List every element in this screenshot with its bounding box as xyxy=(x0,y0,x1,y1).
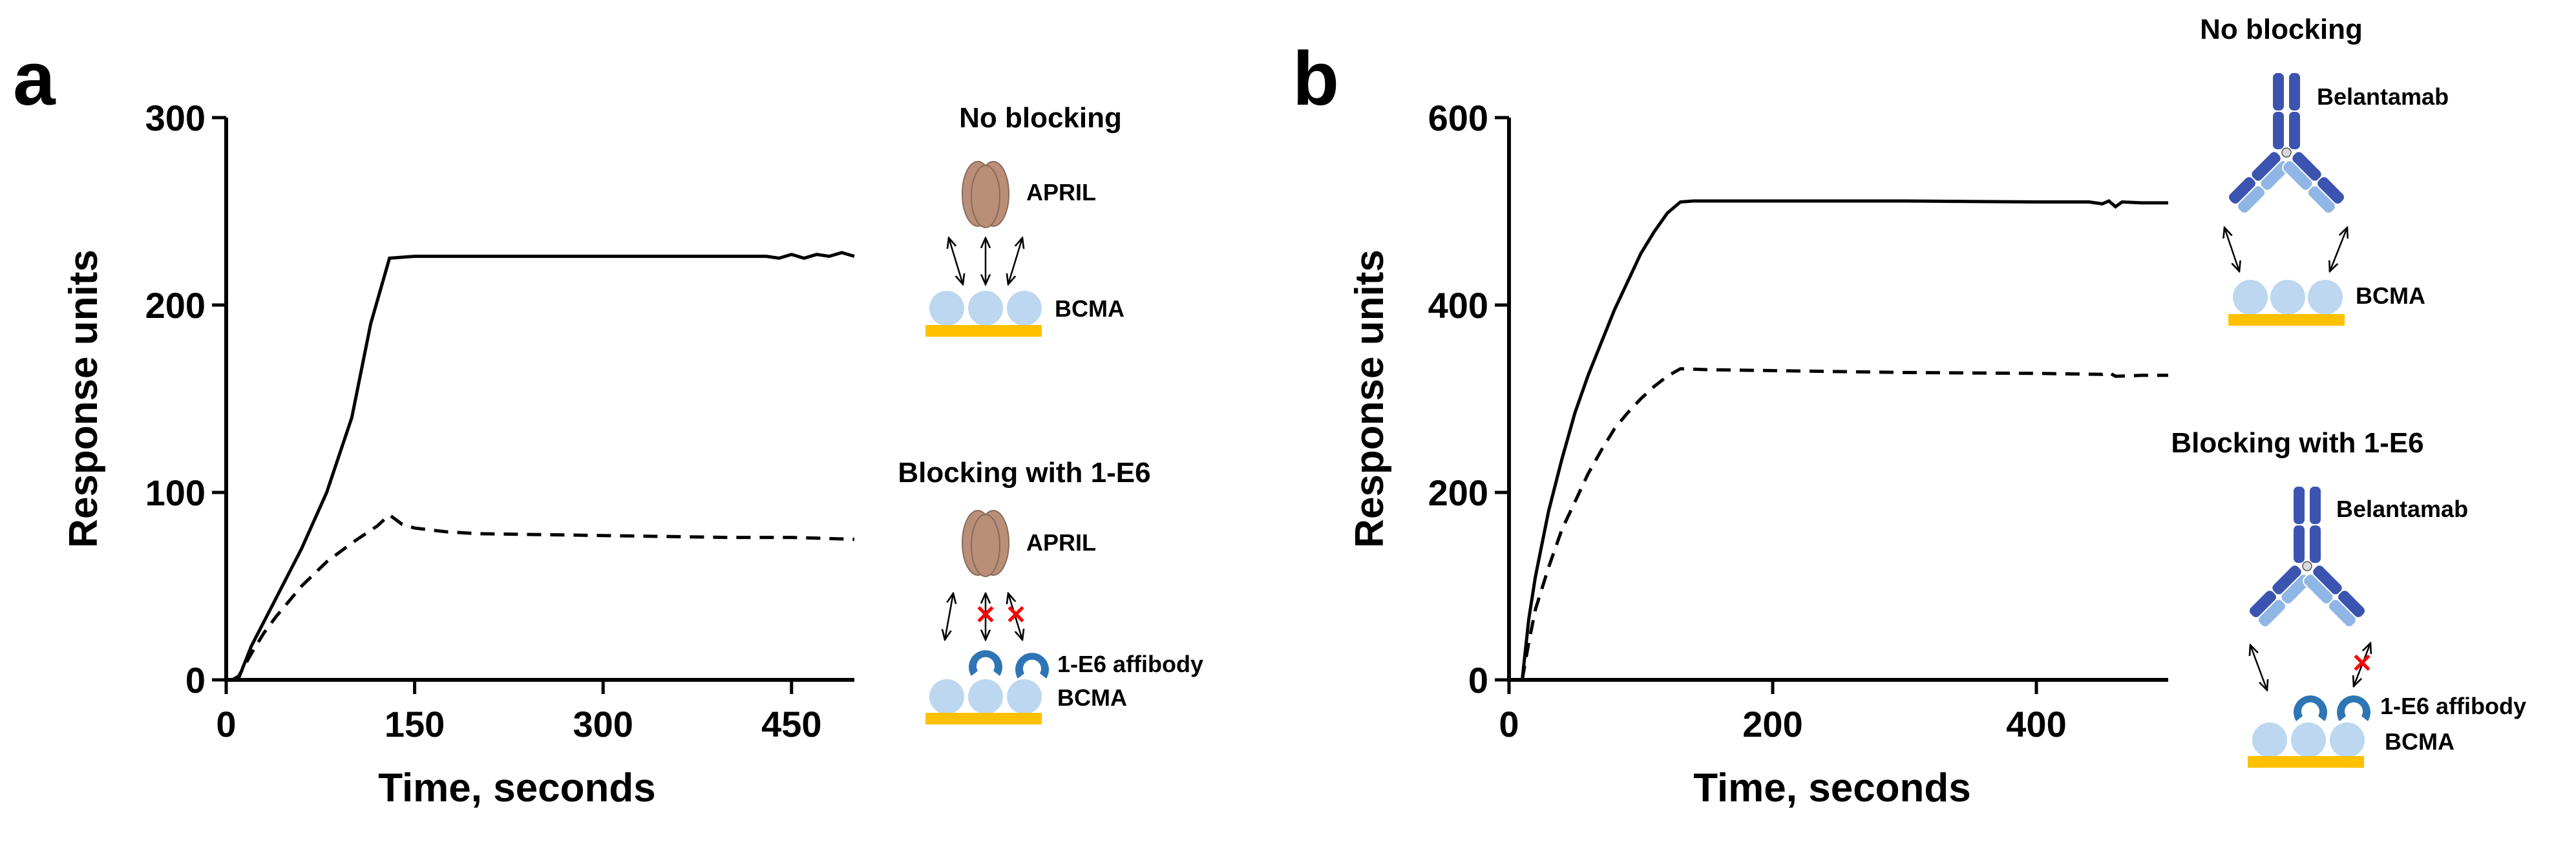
affibody-icon xyxy=(969,650,1002,676)
chart-a: 0 100 200 300 0 150 300 450 Response units Time… xyxy=(61,98,855,810)
panel-b: b 0 200 400 600 0 200 400 Response units Time,… xyxy=(1293,14,2526,810)
chart-b-xtick-label: 400 xyxy=(2006,704,2066,744)
chart-b-ytick-label: 400 xyxy=(1428,285,1488,326)
bcma-receptor-icon xyxy=(929,291,964,326)
bcma-receptor-icon xyxy=(968,679,1003,714)
binding-arrow-icon xyxy=(2330,227,2347,271)
chart-b-series-solid xyxy=(1520,199,2168,680)
binding-arrow-icon xyxy=(1008,238,1022,284)
sensor-surface xyxy=(2228,314,2345,326)
bcma-receptor-icon xyxy=(2233,280,2268,315)
chart-a-xtick-label: 150 xyxy=(385,704,445,744)
bcma-receptor-icon xyxy=(2270,280,2305,315)
diagram-b-top-ligand: Belantamab xyxy=(2317,83,2449,110)
block-cross-icon: ✕ xyxy=(2351,649,2373,678)
panel-a: a 0 100 200 300 0 150 300 450 Response units Ti… xyxy=(13,36,1203,810)
binding-arrow-icon xyxy=(2250,645,2267,690)
diagram-a-bottom-title: Blocking with 1-E6 xyxy=(898,457,1150,489)
binding-arrow-icon xyxy=(949,238,963,284)
chart-a-xtick-label: 450 xyxy=(761,704,821,744)
chart-a-ytick-label: 100 xyxy=(145,472,206,513)
diagram-b-bottom-title: Blocking with 1-E6 xyxy=(2171,427,2423,459)
bcma-receptor-icon xyxy=(968,291,1003,326)
diagram-b-bottom-ligand: Belantamab xyxy=(2336,496,2468,522)
block-cross-icon: ✕ xyxy=(1005,601,1027,629)
diagram-a-top-title: No blocking xyxy=(959,102,1122,134)
diagram-a: No blocking APRIL BCMA Blocking with 1-E… xyxy=(898,102,1203,724)
bcma-receptor-icon xyxy=(929,679,964,714)
chart-a-ylabel: Response units xyxy=(61,249,106,548)
chart-a-ytick-label: 300 xyxy=(145,98,206,138)
chart-b-xtick-label: 0 xyxy=(1499,704,1519,744)
diagram-a-top-ligand: APRIL xyxy=(1026,179,1096,206)
sensor-surface xyxy=(925,713,1042,724)
chart-b-ylabel: Response units xyxy=(1347,249,1392,548)
bcma-receptor-icon xyxy=(1007,291,1042,326)
diagram-b-bottom-affibody: 1-E6 affibody xyxy=(2380,693,2526,719)
bcma-receptor-icon xyxy=(2291,723,2326,757)
affibody-icon xyxy=(1015,653,1049,679)
diagram-b-bottom-receptor: BCMA xyxy=(2385,728,2455,755)
binding-arrow-icon xyxy=(945,593,953,640)
panel-a-letter: a xyxy=(13,36,56,121)
chart-b-series-dashed xyxy=(1520,367,2168,680)
diagram-a-bottom-receptor: BCMA xyxy=(1057,684,1127,711)
chart-b-xlabel: Time, seconds xyxy=(1693,766,1971,810)
chart-a-series-dashed xyxy=(231,512,855,682)
diagram-a-top-receptor: BCMA xyxy=(1055,295,1124,322)
diagram-b-top-receptor: BCMA xyxy=(2356,282,2425,309)
diagram-b-top-title: No blocking xyxy=(2200,14,2363,45)
bcma-receptor-icon xyxy=(2252,723,2287,757)
chart-a-series-solid xyxy=(231,251,855,682)
sensor-surface xyxy=(2248,756,2364,768)
chart-b: 0 200 400 600 0 200 400 Response units Time, s… xyxy=(1347,98,2168,810)
binding-arrow-icon xyxy=(2224,227,2239,271)
april-protein-icon xyxy=(962,510,1009,577)
chart-a-ytick-label: 200 xyxy=(145,285,206,326)
affibody-icon xyxy=(2294,695,2327,721)
chart-b-ytick-label: 600 xyxy=(1428,98,1488,138)
diagram-a-bottom-affibody: 1-E6 affibody xyxy=(1057,651,1203,677)
chart-a-ytick-label: 0 xyxy=(185,660,206,701)
chart-b-ytick-label: 0 xyxy=(1468,660,1488,701)
bcma-receptor-icon xyxy=(2330,723,2365,757)
chart-b-xtick-label: 200 xyxy=(1742,704,1802,744)
binding-arrow-icon xyxy=(2354,643,2370,686)
block-cross-icon: ✕ xyxy=(975,601,997,629)
binding-arrow-icon xyxy=(1008,593,1022,640)
bcma-receptor-icon xyxy=(1007,679,1042,714)
chart-a-xtick-label: 0 xyxy=(216,704,236,744)
chart-b-ytick-label: 200 xyxy=(1428,472,1488,513)
sensor-surface xyxy=(925,325,1042,337)
diagram-b: No blocking Belantamab BCMA Blocking wit… xyxy=(2171,14,2526,768)
diagram-a-bottom-ligand: APRIL xyxy=(1026,529,1096,556)
april-protein-icon xyxy=(962,161,1009,228)
bcma-receptor-icon xyxy=(2308,280,2343,315)
chart-a-xlabel: Time, seconds xyxy=(378,766,656,810)
affibody-icon xyxy=(2337,695,2370,721)
chart-a-xtick-label: 300 xyxy=(573,704,633,744)
panel-b-letter: b xyxy=(1293,36,1339,121)
